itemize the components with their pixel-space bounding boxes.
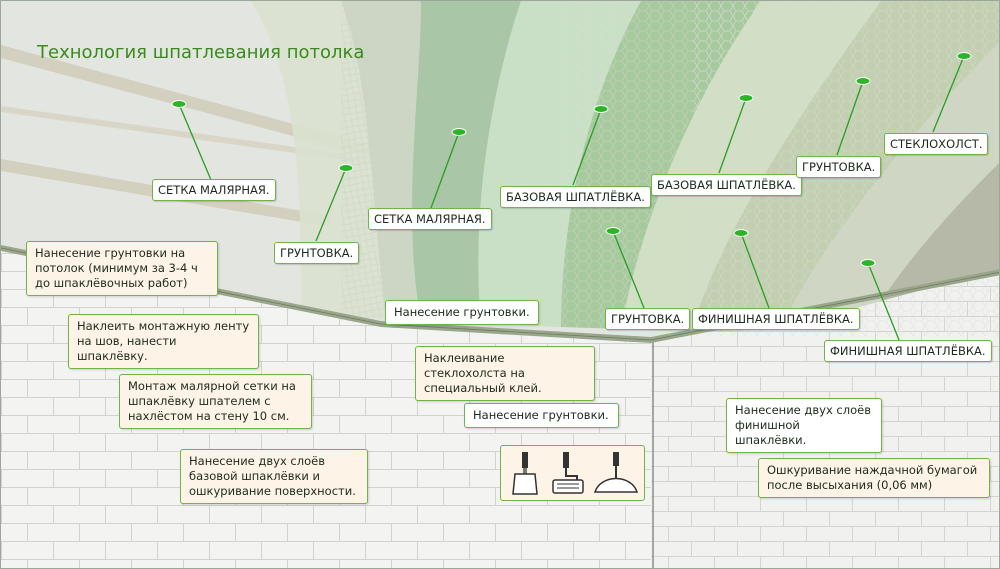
layer-mesh-2 xyxy=(412,1,521,323)
dot-base-2 xyxy=(738,94,754,102)
step-mounting-tape: Наклеить монтажную ленту на шов, нанести… xyxy=(68,314,259,369)
label-primer-2: ГРУНТОВКА. xyxy=(796,156,882,178)
label-primer-1: ГРУНТОВКА. xyxy=(274,242,360,264)
step-mesh-install: Монтаж малярной сетки на шпаклёвку шпате… xyxy=(119,374,312,429)
dot-base-1 xyxy=(593,105,609,113)
label-mesh-1: СЕТКА МАЛЯРНАЯ. xyxy=(152,179,276,201)
wide-spatula-icon xyxy=(593,452,639,493)
layer-primer-3 xyxy=(781,43,999,329)
step-primer-ceiling: Нанесение грунтовки на потолок (минимум … xyxy=(26,241,218,296)
step-primer-2: Нанесение грунтовки. xyxy=(385,300,539,325)
label-primer-3: ГРУНТОВКА. xyxy=(605,308,691,330)
dot-primer-2 xyxy=(855,77,871,85)
label-base-1: БАЗОВАЯ ШПАТЛЁВКА. xyxy=(500,186,651,208)
label-glass-fiber: СТЕКЛОХОЛСТ. xyxy=(884,133,989,155)
roller-icon xyxy=(552,452,584,494)
step-base-putty: Нанесение двух слоёв базовой шпаклёвки и… xyxy=(180,449,368,504)
spatula-icon xyxy=(512,452,538,495)
step-sanding: Ошкуривание наждачной бумагой после высы… xyxy=(758,458,990,498)
dot-finish-1 xyxy=(733,229,749,237)
step-finish-putty: Нанесение двух слоёв финишной шпаклёвки. xyxy=(726,398,882,453)
diagram-title: Технология шпатлевания потолка xyxy=(37,42,365,63)
label-finish-2: ФИНИШНАЯ ШПАТЛЁВКА. xyxy=(824,340,992,362)
dot-glass-fiber xyxy=(956,52,972,60)
dot-mesh-2 xyxy=(451,128,467,136)
step-glass-fiber: Наклеивание стеклохолста на специальный … xyxy=(415,346,595,401)
label-base-2: БАЗОВАЯ ШПАТЛЁВКА. xyxy=(651,174,802,196)
tools-panel xyxy=(500,445,645,501)
dot-primer-3 xyxy=(605,227,621,235)
label-finish-1: ФИНИШНАЯ ШПАТЛЁВКА. xyxy=(692,308,860,330)
label-mesh-2: СЕТКА МАЛЯРНАЯ. xyxy=(368,208,492,230)
layer-finish xyxy=(881,163,999,301)
step-primer-3: Нанесение грунтовки. xyxy=(464,403,619,428)
dot-finish-2 xyxy=(860,259,876,267)
dot-mesh-1 xyxy=(171,100,187,108)
dot-primer-1 xyxy=(338,164,354,172)
